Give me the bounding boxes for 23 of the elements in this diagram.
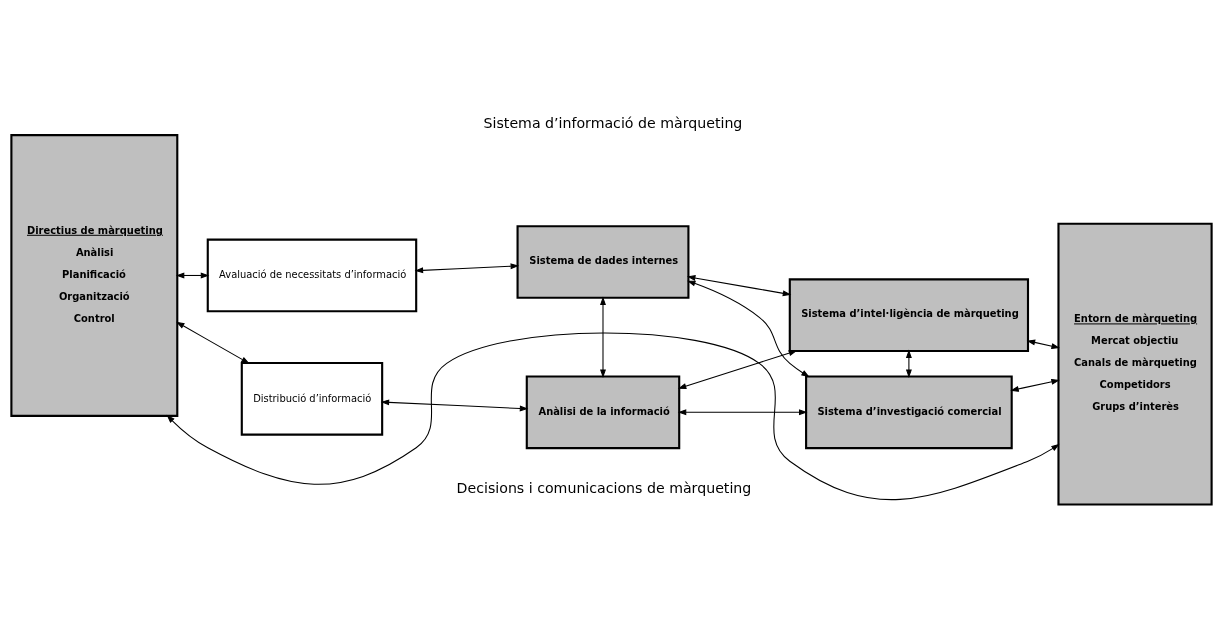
caption: Decisions i comunicacions de màrqueting bbox=[456, 480, 752, 497]
node-box: Sistema d’intel·ligència de màrqueting bbox=[788, 278, 1030, 353]
arrow bbox=[414, 263, 520, 274]
arrow bbox=[677, 350, 798, 389]
arrow bbox=[686, 280, 810, 378]
arrow bbox=[166, 332, 1060, 501]
arrow bbox=[677, 409, 808, 416]
node-box: Distribució d’informació bbox=[240, 361, 384, 436]
arrow bbox=[176, 321, 250, 364]
arrow bbox=[905, 349, 912, 379]
node-box: Anàlisi de la informació bbox=[525, 375, 681, 450]
node-box: Directius de màrqueting Anàlisi Planificació Organització Control bbox=[10, 134, 179, 417]
arrow bbox=[1010, 378, 1060, 392]
node-box: Avaluació de necessitats d’informació bbox=[206, 238, 418, 313]
arrow bbox=[380, 399, 529, 412]
arrow bbox=[175, 272, 210, 279]
node-box: Sistema de dades internes bbox=[516, 225, 690, 299]
node-box: Sistema d’investigació comercial bbox=[805, 375, 1013, 450]
arrow bbox=[600, 296, 606, 379]
diagram-title: Sistema d’informació de màrqueting bbox=[483, 115, 743, 132]
node-box: Entorn de màrqueting Mercat objectiu Canals de màrqueting Competidors Grups d’interès bbox=[1057, 222, 1213, 506]
arrow bbox=[1026, 339, 1060, 349]
arrow bbox=[686, 275, 792, 297]
